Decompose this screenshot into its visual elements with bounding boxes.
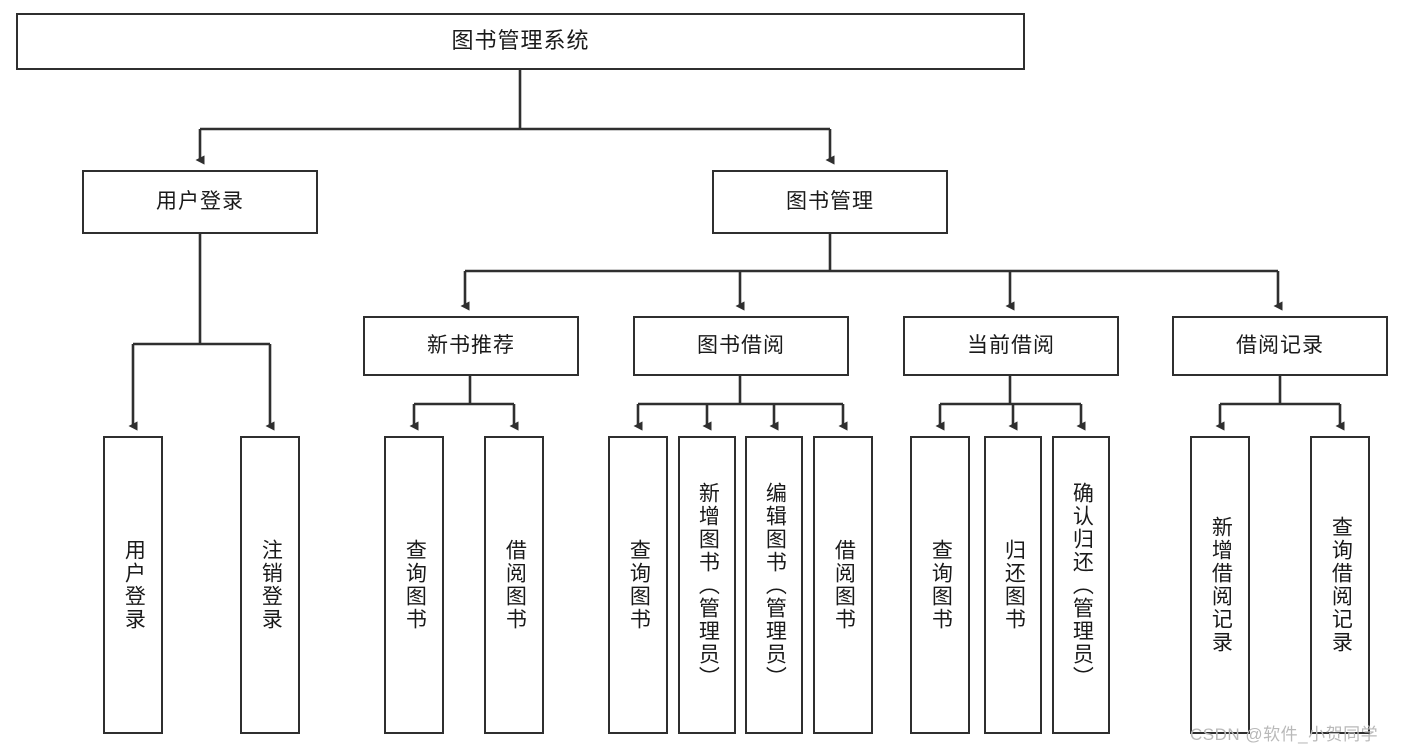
leaf-query-borrow-record-label: 查询借阅记录 xyxy=(1329,516,1353,654)
node-user-login-label: 用户登录 xyxy=(156,190,244,214)
leaf-user-login[interactable]: 用户登录 xyxy=(103,436,163,734)
leaf-edit-book-admin[interactable]: 编辑图书（管理员） xyxy=(745,436,803,734)
edges-borrowrecord-to-leaves xyxy=(1215,376,1345,431)
leaf-query-borrow-record[interactable]: 查询借阅记录 xyxy=(1310,436,1370,734)
leaf-add-book-admin[interactable]: 新增图书（管理员） xyxy=(678,436,736,734)
leaf-borrow-book[interactable]: 借阅图书 xyxy=(813,436,873,734)
leaf-edit-book-admin-label: 编辑图书（管理员） xyxy=(763,481,787,689)
edges-bookmgmt-to-level3 xyxy=(460,234,1283,311)
leaf-query-book-recommend-label: 查询图书 xyxy=(403,539,427,631)
csdn-watermark: CSDN @软件_小贺同学 xyxy=(1190,725,1379,744)
leaf-return-book-label: 归还图书 xyxy=(1002,539,1026,631)
node-current-borrow[interactable]: 当前借阅 xyxy=(903,316,1119,376)
leaf-logout[interactable]: 注销登录 xyxy=(240,436,300,734)
leaf-borrow-book-recommend[interactable]: 借阅图书 xyxy=(484,436,544,734)
node-book-management[interactable]: 图书管理 xyxy=(712,170,948,234)
leaf-user-login-label: 用户登录 xyxy=(122,539,146,631)
node-current-borrow-label: 当前借阅 xyxy=(967,334,1055,358)
node-borrow-record[interactable]: 借阅记录 xyxy=(1172,316,1388,376)
leaf-query-book-current-label: 查询图书 xyxy=(929,539,953,631)
edges-bookborrow-to-leaves xyxy=(633,376,848,431)
node-book-management-label: 图书管理 xyxy=(786,190,874,214)
edges-root-to-level2 xyxy=(195,70,835,165)
leaf-confirm-return-admin-label: 确认归还（管理员） xyxy=(1070,481,1094,689)
leaf-query-book-borrow[interactable]: 查询图书 xyxy=(608,436,668,734)
node-new-book-recommend-label: 新书推荐 xyxy=(427,334,515,358)
node-book-borrow-label: 图书借阅 xyxy=(697,334,785,358)
leaf-confirm-return-admin[interactable]: 确认归还（管理员） xyxy=(1052,436,1110,734)
leaf-borrow-book-recommend-label: 借阅图书 xyxy=(503,539,527,631)
leaf-add-borrow-record-label: 新增借阅记录 xyxy=(1209,516,1233,654)
edges-userlogin-to-leaves xyxy=(128,234,275,431)
node-root-system-label: 图书管理系统 xyxy=(451,28,590,54)
leaf-return-book[interactable]: 归还图书 xyxy=(984,436,1042,734)
node-borrow-record-label: 借阅记录 xyxy=(1236,334,1324,358)
node-root-system[interactable]: 图书管理系统 xyxy=(16,13,1025,70)
leaf-add-borrow-record[interactable]: 新增借阅记录 xyxy=(1190,436,1250,734)
leaf-add-book-admin-label: 新增图书（管理员） xyxy=(696,481,720,689)
leaf-query-book-borrow-label: 查询图书 xyxy=(627,539,651,631)
node-user-login[interactable]: 用户登录 xyxy=(82,170,318,234)
edges-newbook-to-leaves xyxy=(409,376,519,431)
node-book-borrow[interactable]: 图书借阅 xyxy=(633,316,849,376)
leaf-borrow-book-label: 借阅图书 xyxy=(832,539,856,631)
leaf-query-book-recommend[interactable]: 查询图书 xyxy=(384,436,444,734)
node-new-book-recommend[interactable]: 新书推荐 xyxy=(363,316,579,376)
leaf-logout-label: 注销登录 xyxy=(259,539,283,631)
leaf-query-book-current[interactable]: 查询图书 xyxy=(910,436,970,734)
edges-currentborrow-to-leaves xyxy=(935,376,1086,431)
